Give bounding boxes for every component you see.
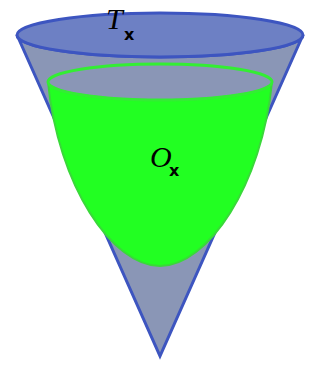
cone-body <box>17 35 303 356</box>
region-letter: O <box>150 142 172 172</box>
green-rim <box>48 64 272 100</box>
top-set-subscript: x <box>124 27 134 43</box>
cone-top <box>17 13 303 57</box>
green-region <box>48 82 272 266</box>
top-set-letter: T <box>106 4 123 34</box>
region-subscript: x <box>169 163 179 179</box>
